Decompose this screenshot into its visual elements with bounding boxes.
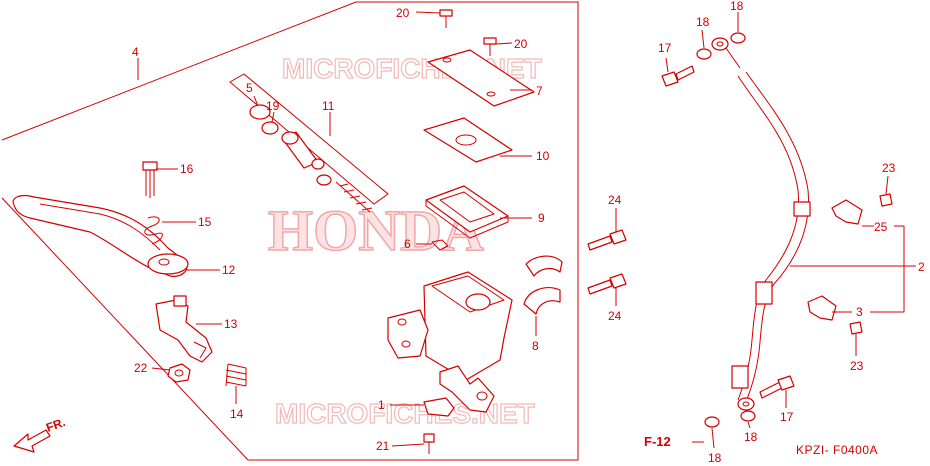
callout-24b: 24 [608, 309, 622, 323]
callout-3: 3 [856, 305, 863, 319]
diaphragm-plate-10 [423, 117, 513, 163]
bolt-23a [879, 193, 893, 207]
bolt-17a [661, 65, 695, 87]
callout-18d: 18 [708, 451, 722, 465]
callout-18a: 18 [696, 15, 710, 29]
nut-22 [167, 363, 191, 383]
diaphragm-9 [425, 185, 509, 239]
callout-13: 13 [224, 317, 238, 331]
callout-2: 2 [918, 260, 925, 274]
callout-6: 6 [404, 237, 411, 251]
callout-22: 22 [134, 361, 148, 375]
master-cylinder-body [387, 271, 513, 413]
clamp-25 [831, 199, 863, 225]
reservoir-cap-7 [427, 49, 535, 107]
reference-label: F-12 [644, 434, 671, 449]
watermark-bottom: MICROFICHES.NET [275, 398, 535, 429]
piston-kit-11 [229, 73, 389, 213]
callout-7: 7 [536, 84, 543, 98]
callout-25: 25 [874, 220, 888, 234]
switch-1 [423, 397, 455, 417]
washer-18d [740, 410, 756, 422]
callout-20b: 20 [514, 37, 528, 51]
bolt-24b [587, 273, 627, 295]
callout-17b: 17 [780, 410, 794, 424]
callout-5: 5 [246, 81, 253, 95]
washer-18a [696, 48, 712, 60]
leader-lines [137, 11, 916, 449]
callout-4: 4 [132, 45, 139, 59]
assembly-frame [1, 1, 579, 461]
callout-numbers: 20 20 7 10 9 5 19 11 6 4 16 15 12 13 22 … [132, 0, 925, 465]
callout-18c: 18 [744, 430, 758, 444]
bolt-24a [587, 229, 627, 251]
callout-17a: 17 [658, 41, 672, 55]
front-direction-arrow: FR. [13, 415, 67, 453]
clamp-3 [807, 295, 837, 321]
brake-hose-2 [731, 71, 811, 403]
washer-18b [730, 32, 746, 44]
callout-12: 12 [222, 263, 236, 277]
callout-11: 11 [322, 99, 335, 113]
callout-20a: 20 [396, 6, 410, 20]
diagram-code: KPZI- F0400A [796, 443, 878, 457]
spring-15 [144, 216, 163, 245]
callout-1: 1 [378, 398, 385, 412]
callout-15: 15 [198, 215, 212, 229]
callout-18b: 18 [730, 0, 744, 13]
callout-24a: 24 [608, 193, 622, 207]
banjo-top [711, 37, 741, 69]
small-part-6 [431, 239, 449, 251]
callout-19: 19 [266, 99, 280, 113]
callout-8: 8 [532, 339, 539, 353]
pivot-bolt-16 [142, 161, 158, 198]
direction-label: FR. [44, 415, 67, 435]
bolt-17b [759, 375, 795, 399]
holder-8 [523, 255, 563, 315]
callout-16: 16 [180, 162, 194, 176]
callout-23a: 23 [882, 161, 896, 175]
banjo-bottom [737, 397, 755, 411]
screw-20a [439, 9, 453, 28]
callout-21: 21 [376, 439, 390, 453]
screw-21 [423, 433, 435, 454]
callout-23b: 23 [850, 359, 864, 373]
washer-18c [704, 416, 720, 428]
callout-9: 9 [538, 211, 545, 225]
callout-10: 10 [536, 149, 550, 163]
brake-lever [12, 194, 189, 277]
callout-14: 14 [230, 407, 244, 421]
lever-bracket-13 [155, 295, 213, 363]
bolt-23b [849, 321, 863, 335]
spring-14 [225, 363, 247, 387]
